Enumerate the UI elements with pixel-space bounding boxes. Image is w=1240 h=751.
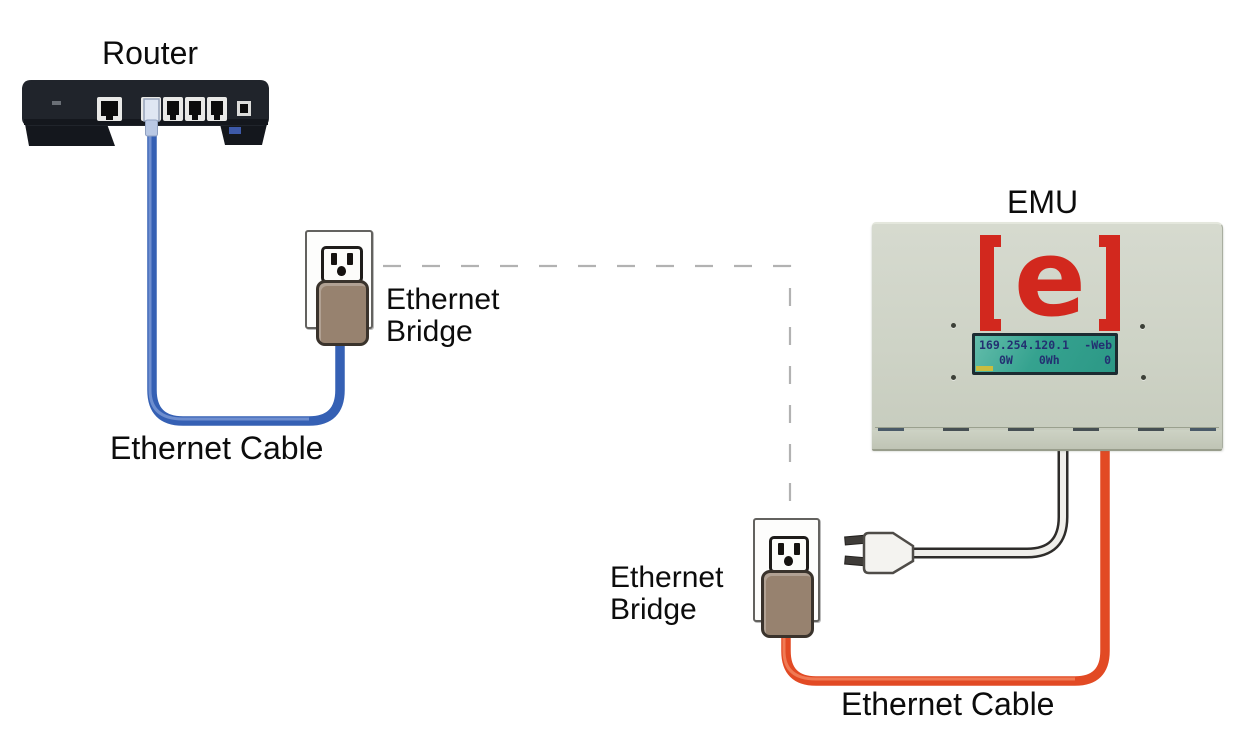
ethernet-bridge-left-label-line2: Bridge xyxy=(386,315,473,348)
emu-lcd-row2: 0W 0Wh 0 xyxy=(975,352,1115,367)
ethernet-bridge-right-label: Ethernet Bridge xyxy=(610,562,723,626)
emu-seam-slot xyxy=(1138,428,1164,431)
emu-lcd-row1: 169.254.120.1 -Web xyxy=(975,336,1115,352)
blue-ethernet-cable-highlight xyxy=(148,126,309,421)
emu-power-cord xyxy=(902,444,1069,559)
emu-logo-letter: e xyxy=(1014,217,1086,340)
emu-screw-1 xyxy=(951,323,956,328)
emu-screw-2 xyxy=(1140,324,1145,329)
outlet-face-right xyxy=(769,536,809,573)
outlet-slot-right-2 xyxy=(794,543,800,555)
outlet-slot-left-2 xyxy=(347,253,353,265)
ethernet-bridge-right-label-line2: Bridge xyxy=(610,593,697,626)
power-plug-icon xyxy=(844,531,915,575)
emu-power-cord-inner xyxy=(902,444,1066,556)
router-power-jack xyxy=(237,101,251,116)
powerline-dashed-link xyxy=(383,264,792,516)
emu-seam xyxy=(875,427,1219,431)
emu-lcd-ip: 169.254.120.1 xyxy=(979,338,1070,352)
emu-seam-slot xyxy=(1190,428,1216,431)
orange-ethernet-cable xyxy=(781,444,1110,686)
router-left-foot xyxy=(25,124,115,146)
ethernet-cable-left-label: Ethernet Cable xyxy=(110,430,324,466)
ethernet-plug-blue xyxy=(143,98,160,137)
emu-seam-slot xyxy=(878,428,904,431)
emu-seam-slot xyxy=(943,428,969,431)
ethernet-bridge-left-label-line1: Ethernet xyxy=(386,283,500,316)
emu-logo-right-bracket xyxy=(1099,235,1120,331)
emu-lcd-display: 169.254.120.1 -Web 0W 0Wh 0 xyxy=(972,333,1118,375)
emu-label: EMU xyxy=(1007,184,1079,220)
emu-bottom-strip xyxy=(872,430,1222,451)
router-label: Router xyxy=(102,35,199,71)
blue-ethernet-cable xyxy=(147,124,345,426)
router-device xyxy=(22,80,269,146)
emu-seam-slot xyxy=(1073,428,1099,431)
router-right-foot xyxy=(220,124,267,145)
router-panel-marking xyxy=(52,101,61,105)
emu-seam-slot xyxy=(1008,428,1034,431)
outlet-ground-right xyxy=(784,556,793,566)
router-blue-accent xyxy=(229,127,241,134)
outlet-face-left xyxy=(321,246,363,283)
emu-lcd-indicator xyxy=(976,366,993,371)
ethernet-bridge-left-label: Ethernet Bridge xyxy=(386,284,499,348)
emu-device: e 169.254.120.1 -Web 0W 0Wh 0 xyxy=(872,221,1223,451)
emu-logo: e xyxy=(980,221,1120,337)
emu-logo-left-bracket xyxy=(980,235,1001,331)
emu-lcd-watts: 0W xyxy=(999,353,1013,367)
emu-screw-4 xyxy=(1141,375,1146,380)
ethernet-cable-right-label: Ethernet Cable xyxy=(841,686,1055,722)
emu-lcd-watt-hours: 0Wh xyxy=(1038,353,1060,367)
router-wan-port xyxy=(97,97,122,121)
ethernet-bridge-right-device xyxy=(761,570,814,638)
emu-lcd-web: -Web xyxy=(1084,338,1112,352)
ethernet-bridge-right-label-line1: Ethernet xyxy=(610,561,724,594)
orange-ethernet-cable-highlight xyxy=(782,634,1075,681)
emu-lcd-count: 0 xyxy=(1104,353,1111,367)
ethernet-bridge-left-device xyxy=(316,280,369,346)
outlet-slot-left-1 xyxy=(331,253,337,265)
outlet-ground-left xyxy=(337,266,346,276)
emu-screw-3 xyxy=(951,375,956,380)
outlet-slot-right-1 xyxy=(778,543,784,555)
